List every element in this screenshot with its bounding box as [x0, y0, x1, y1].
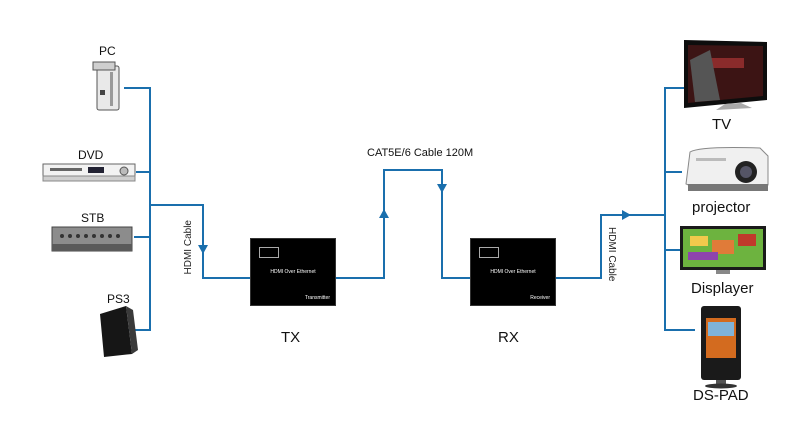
receiver-unit: HDMI Over Ethernet Receiver [470, 238, 556, 306]
displayer-icon [680, 226, 766, 274]
cat-cable-line [330, 169, 470, 279]
hdmi-logo-icon [479, 247, 499, 258]
display-bus-line [664, 87, 695, 331]
left-cable-label: HDMI Cable [183, 220, 194, 275]
source-bus-line [124, 87, 151, 331]
source-label-ps3: PS3 [107, 292, 130, 306]
receiver-role-text: Receiver [530, 295, 550, 301]
hdmi-logo-icon [259, 247, 279, 258]
transmitter-unit: HDMI Over Ethernet Transmitter [250, 238, 336, 306]
ds-pad-kiosk-icon [701, 306, 741, 389]
arrow-down-icon [198, 245, 208, 254]
display-label-displayer: Displayer [691, 280, 754, 297]
ps3-console-icon [100, 306, 138, 357]
arrow-down-icon [437, 184, 447, 193]
rx-label: RX [498, 329, 519, 346]
source-label-dvd: DVD [78, 148, 104, 162]
source-label-stb: STB [81, 211, 105, 225]
bus-to-tx-line [150, 204, 250, 279]
tx-label: TX [281, 329, 301, 346]
display-label-ds-pad: DS-PAD [693, 387, 749, 404]
tv-icon [684, 40, 767, 110]
right-cable-label: HDMI Cable [606, 227, 617, 282]
receiver-model-text: HDMI Over Ethernet [490, 269, 536, 275]
arrow-right-icon [622, 210, 631, 220]
pc-icon [92, 61, 120, 111]
dvd-player-icon [42, 163, 136, 182]
transmitter-model-text: HDMI Over Ethernet [270, 269, 316, 275]
transmitter-role-text: Transmitter [304, 295, 330, 301]
arrow-up-icon [379, 209, 389, 218]
rx-to-display-line [548, 214, 665, 279]
projector-icon [685, 147, 769, 191]
display-label-projector: projector [692, 199, 751, 216]
link-cable-label: CAT5E/6 Cable 120M [367, 147, 474, 159]
display-label-tv: TV [712, 116, 732, 133]
source-label-pc: PC [99, 44, 116, 58]
set-top-box-icon [51, 226, 133, 252]
